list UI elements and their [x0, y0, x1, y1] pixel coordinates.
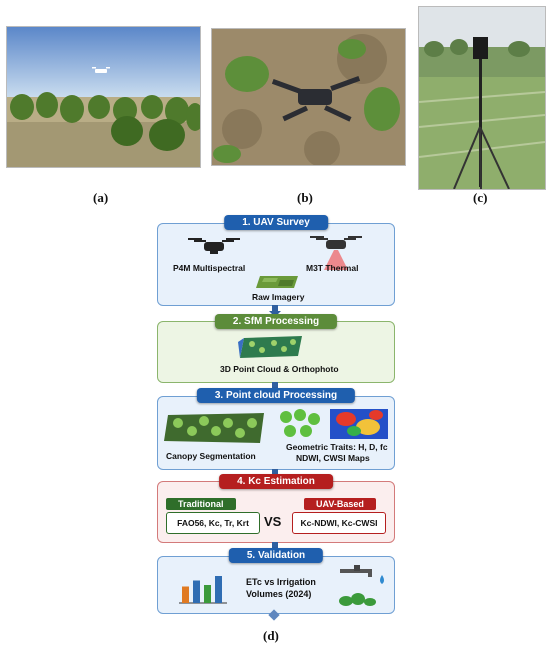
stage-uav-survey: 1. UAV Survey P4M Multispectral M3T Ther… [157, 215, 395, 306]
bar-icon-bar [215, 576, 222, 603]
caption-c: (c) [473, 190, 488, 205]
drone-on-ground-photo [211, 28, 406, 166]
irrigation-tap-icon [339, 565, 384, 606]
validation-line1: ETc vs Irrigation [246, 577, 316, 587]
vs-label: vs [264, 514, 282, 529]
imagery-tile-icon [256, 276, 298, 288]
geometric-traits-label: Geometric Traits: H, D, fc [286, 442, 388, 452]
caption-a: (a) [93, 190, 109, 205]
stage-title: 2. SfM Processing [214, 314, 338, 329]
traditional-tag: Traditional [166, 498, 236, 510]
caption-b: (b) [297, 190, 313, 205]
drone-over-orchard-photo [6, 26, 201, 168]
bar-chart-icon [179, 576, 227, 604]
flow-arrow [272, 469, 278, 477]
stage-kc-estimation: 4. Kc Estimation Traditional FAO56, Kc, … [157, 474, 395, 543]
validation-line2: Volumes (2024) [246, 589, 312, 599]
bar-icon-bar [193, 580, 200, 603]
uav-based-box: Kc-NDWI, Kc-CWSI [292, 512, 386, 534]
tripod-sensor-photo [418, 6, 546, 190]
stage-point-cloud: 3. Point cloud Processing Canopy Segment… [157, 388, 395, 470]
flow-arrow [272, 305, 278, 313]
flow-arrow [272, 382, 278, 391]
traditional-box: FAO56, Kc, Tr, Krt [166, 512, 260, 534]
caption-d: (d) [263, 628, 279, 643]
stage-title: 4. Kc Estimation [219, 474, 333, 489]
maps-icon [280, 409, 388, 439]
bar-icon-bar [204, 585, 211, 603]
canopy-segmentation-label: Canopy Segmentation [166, 451, 256, 461]
sfm-output-label: 3D Point Cloud & Orthophoto [220, 364, 339, 374]
thermal-drone-icon [310, 236, 362, 270]
drone-right-label: M3T Thermal [306, 263, 359, 273]
stage-validation: 5. Validation ETc vs Irrigation Volumes … [157, 548, 395, 614]
stage-title: 1. UAV Survey [224, 215, 328, 230]
multispectral-drone-icon [188, 238, 240, 254]
stage-sfm: 2. SfM Processing 3D Point Cloud & Ortho… [157, 314, 395, 383]
stage-title: 5. Validation [228, 548, 324, 563]
point-cloud-icon [238, 336, 302, 358]
canopy-segmentation-icon [164, 413, 264, 443]
flow-arrow [272, 542, 278, 551]
uav-based-tag: UAV-Based [304, 498, 376, 510]
raw-imagery-label: Raw Imagery [252, 292, 305, 302]
bar-icon-bar [182, 586, 189, 603]
maps-label: NDWI, CWSI Maps [296, 453, 370, 463]
drone-left-label: P4M Multispectral [173, 263, 246, 273]
stage-title: 3. Point cloud Processing [196, 388, 356, 403]
